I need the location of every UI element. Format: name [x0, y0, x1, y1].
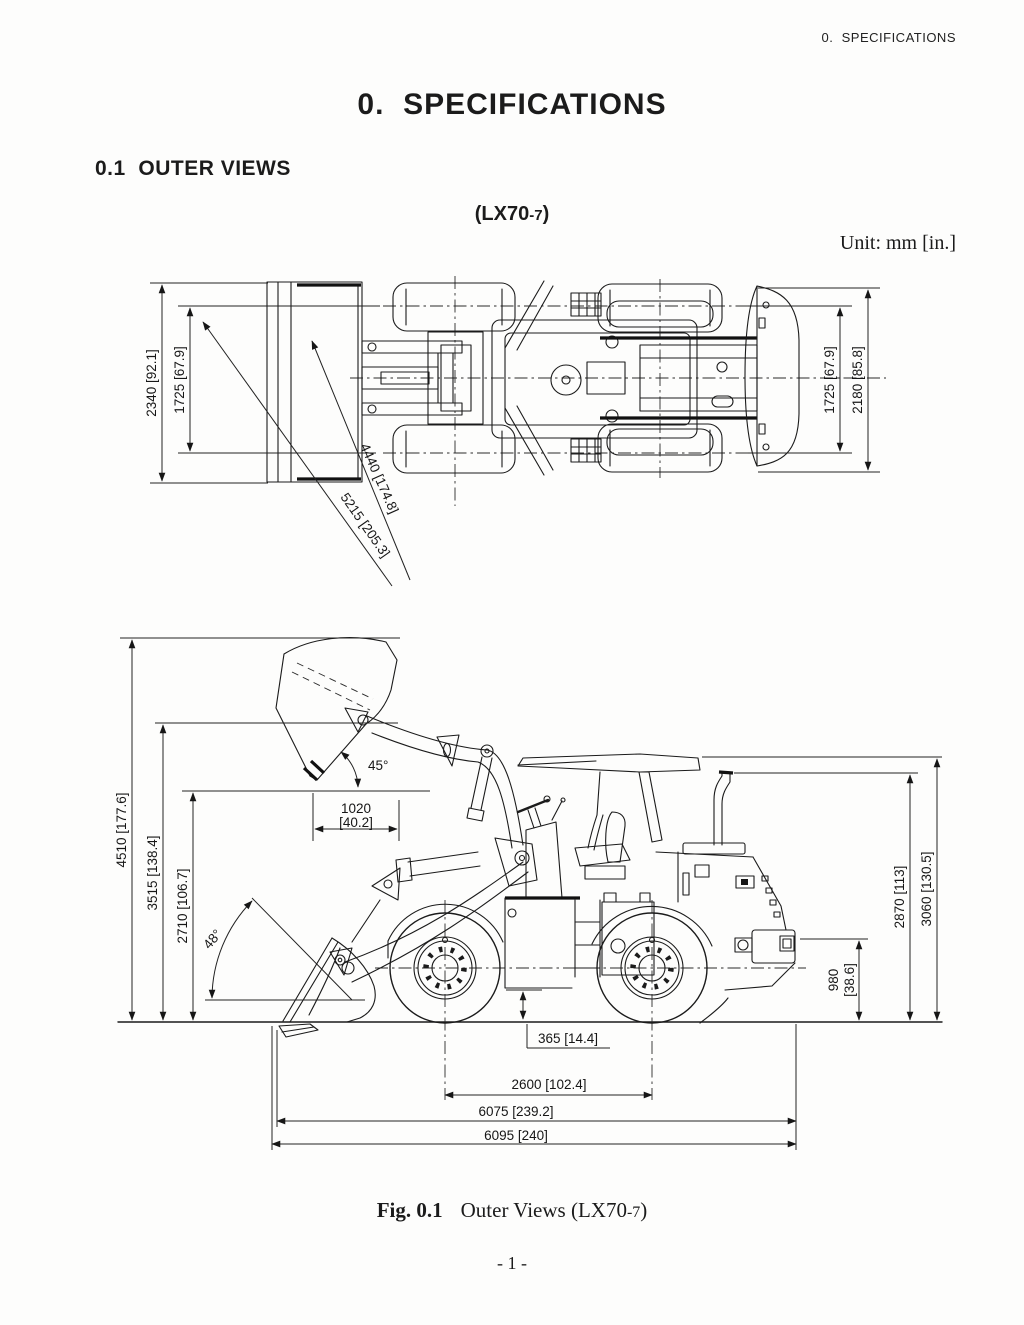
handrail-bottom — [606, 428, 714, 456]
boom-lowered — [341, 851, 529, 983]
dim-rear-clearance-mm: 980 — [826, 969, 841, 992]
page-number: - 1 - — [497, 1253, 527, 1273]
model-suffix: -7 — [529, 207, 543, 224]
counterweight — [699, 929, 796, 1024]
dim-rear-clearance-in: [38.6] — [842, 963, 857, 997]
top-view-front-axle — [392, 282, 516, 474]
dim-dump-reach-in: [40.2] — [339, 815, 373, 830]
unit-note: Unit: mm [in.] — [839, 232, 956, 254]
top-view-centerlines — [350, 276, 886, 506]
engine-hood — [591, 770, 787, 947]
top-view-boom — [361, 340, 463, 416]
dim-tread-front: 1725 [67.9] — [172, 346, 187, 414]
handrail-top — [606, 300, 714, 328]
operator-seat — [574, 811, 631, 880]
top-view-platform — [491, 292, 714, 463]
top-view-dimensions: 2340 [92.1] 1725 [67.9] 1725 [67.9] 2180… — [144, 282, 880, 587]
side-view-drawing: 45° 48° 4510 [177.6] 3515 [ — [114, 637, 943, 1150]
front-wheel — [389, 912, 501, 1024]
model-heading: (LX70-7) — [474, 203, 550, 225]
step-grid-top — [570, 292, 602, 317]
rollback-angle-annotation: 48° — [200, 897, 365, 1001]
lowered-bucket — [278, 937, 376, 1038]
dim-dump-clearance: 2710 [106.7] — [175, 868, 190, 943]
side-view-dimensions: 4510 [177.6] 3515 [138.4] 2710 [106.7] 1… — [114, 637, 942, 1150]
figure-caption-suffix: -7 — [626, 1204, 641, 1221]
mid-frame — [387, 837, 655, 989]
dump-angle-annotation: 45° — [340, 751, 388, 788]
figure-caption-text: Outer Views (LX70 — [460, 1198, 627, 1222]
figure-caption-label: Fig. 0.1 — [376, 1198, 443, 1222]
dim-hinge-pin-height: 3515 [138.4] — [145, 835, 160, 910]
dim-dump-angle: 45° — [368, 758, 388, 773]
dim-ground-clearance: 365 [14.4] — [538, 1031, 598, 1046]
dim-overall-width-rear: 2180 [85.8] — [850, 346, 865, 414]
canopy — [517, 753, 701, 851]
dim-length-less-bucket: 6075 [239.2] — [478, 1104, 553, 1119]
dim-overall-height: 4510 [177.6] — [114, 792, 129, 867]
top-view-rear — [597, 283, 758, 473]
dim-wheelbase: 2600 [102.4] — [511, 1077, 586, 1092]
boom-raised — [366, 715, 524, 849]
running-header: 0. SPECIFICATIONS — [821, 30, 956, 45]
top-view-drawing: 2340 [92.1] 1725 [67.9] 1725 [67.9] 2180… — [144, 276, 886, 587]
dim-canopy-height: 3060 [130.5] — [919, 851, 934, 926]
raised-bucket — [275, 637, 398, 782]
page-title: 0. SPECIFICATIONS — [357, 88, 667, 121]
dim-overall-width-bucket: 2340 [92.1] — [144, 349, 159, 417]
top-view-counterweight — [744, 285, 800, 467]
section-heading: 0.1 OUTER VIEWS — [95, 157, 291, 180]
dim-tread-rear: 1725 [67.9] — [822, 346, 837, 414]
top-view-bucket — [266, 281, 363, 483]
dim-overall-length: 6095 [240] — [484, 1128, 548, 1143]
step-grid-bottom — [570, 438, 602, 463]
dim-exhaust-height: 2870 [113] — [892, 866, 907, 929]
dim-dump-reach-mm: 1020 — [341, 801, 371, 816]
